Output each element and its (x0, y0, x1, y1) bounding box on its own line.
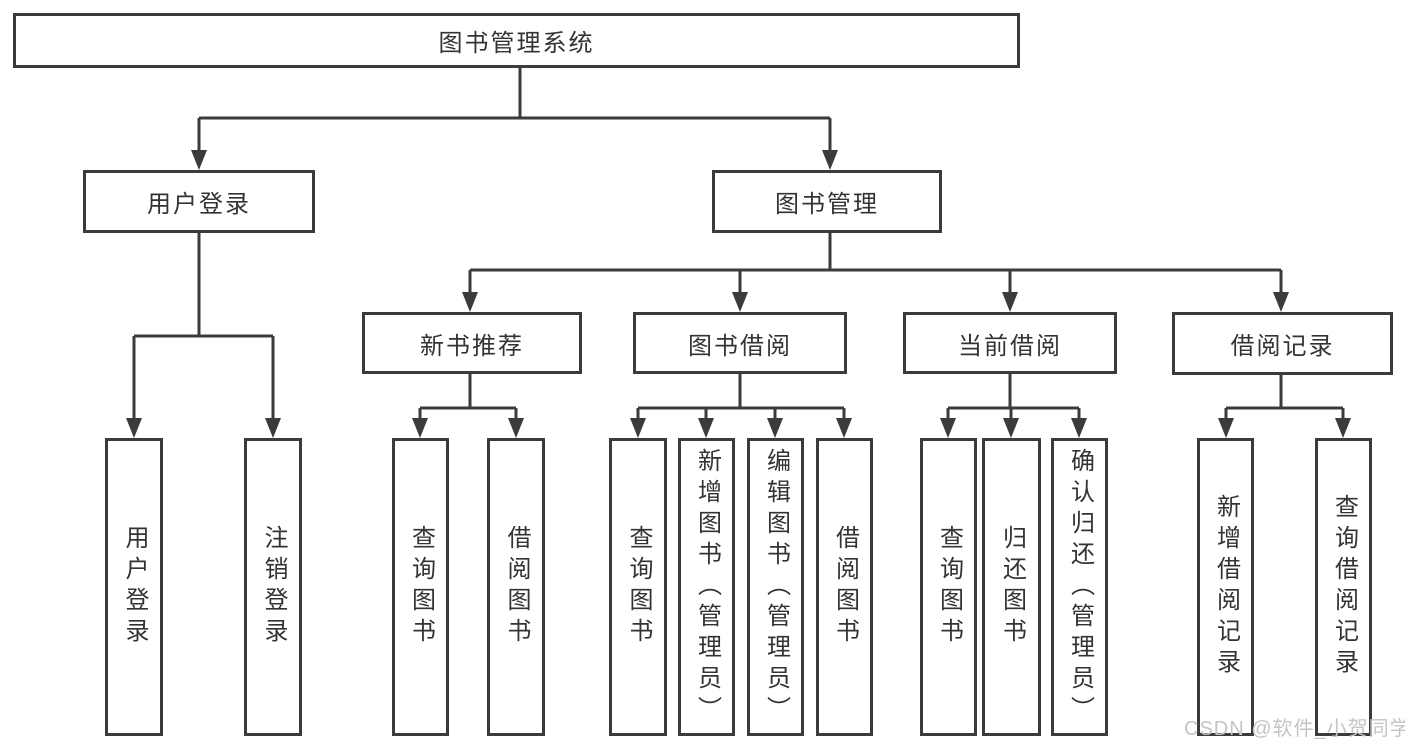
leaf-borrow-book-label: 借阅图书 (831, 525, 859, 649)
leaf-query-book-recommend-box: 查询图书 (392, 438, 449, 736)
book-borrow-node-label: 图书借阅 (688, 332, 792, 360)
csdn-watermark: CSDN @软件_小贺同学 (1184, 718, 1405, 740)
leaf-logout-label: 注销登录 (260, 525, 287, 649)
leaf-user-login-box: 用户登录 (105, 438, 163, 736)
leaf-confirm-return-admin-label: 确认归还（管理员） (1066, 447, 1094, 727)
leaf-add-book-admin-label: 新增图书（管理员） (693, 447, 721, 727)
borrow-record-node-box: 借阅记录 (1172, 312, 1393, 375)
leaf-add-borrow-record-label: 新增借阅记录 (1212, 494, 1240, 680)
leaf-confirm-return-admin-box: 确认归还（管理员） (1051, 438, 1108, 736)
leaf-query-book-current-box: 查询图书 (920, 438, 977, 736)
leaf-borrow-book-recommend-box: 借阅图书 (487, 438, 545, 736)
leaf-query-borrow-record-label: 查询借阅记录 (1330, 494, 1358, 680)
user-login-node-label: 用户登录 (147, 191, 251, 218)
current-borrow-node-label: 当前借阅 (958, 332, 1062, 360)
root-node-label: 图书管理系统 (438, 30, 595, 57)
leaf-add-borrow-record-box: 新增借阅记录 (1197, 438, 1254, 736)
leaf-borrow-book-recommend-label: 借阅图书 (503, 525, 530, 649)
root-node-box: 图书管理系统 (13, 13, 1020, 68)
leaf-logout-box: 注销登录 (244, 438, 302, 736)
new-book-recommend-node-label: 新书推荐 (420, 332, 524, 360)
leaf-return-book-box: 归还图书 (982, 438, 1041, 736)
leaf-query-book-borrow-label: 查询图书 (625, 525, 652, 649)
leaf-query-book-recommend-label: 查询图书 (407, 525, 435, 649)
new-book-recommend-node-box: 新书推荐 (362, 312, 582, 374)
leaf-query-borrow-record-box: 查询借阅记录 (1315, 438, 1372, 736)
leaf-query-book-current-label: 查询图书 (935, 525, 963, 649)
leaf-edit-book-admin-label: 编辑图书（管理员） (762, 447, 790, 727)
current-borrow-node-box: 当前借阅 (903, 312, 1117, 374)
borrow-record-node-label: 借阅记录 (1230, 333, 1335, 360)
leaf-return-book-label: 归还图书 (998, 525, 1026, 649)
leaf-user-login-label: 用户登录 (121, 525, 148, 649)
leaf-borrow-book-box: 借阅图书 (816, 438, 873, 736)
leaf-add-book-admin-box: 新增图书（管理员） (678, 438, 735, 736)
book-management-node-label: 图书管理 (775, 191, 879, 218)
user-login-node-box: 用户登录 (83, 170, 315, 233)
leaf-query-book-borrow-box: 查询图书 (609, 438, 667, 736)
leaf-edit-book-admin-box: 编辑图书（管理员） (747, 438, 804, 736)
book-management-node-box: 图书管理 (712, 170, 942, 233)
book-borrow-node-box: 图书借阅 (633, 312, 847, 374)
